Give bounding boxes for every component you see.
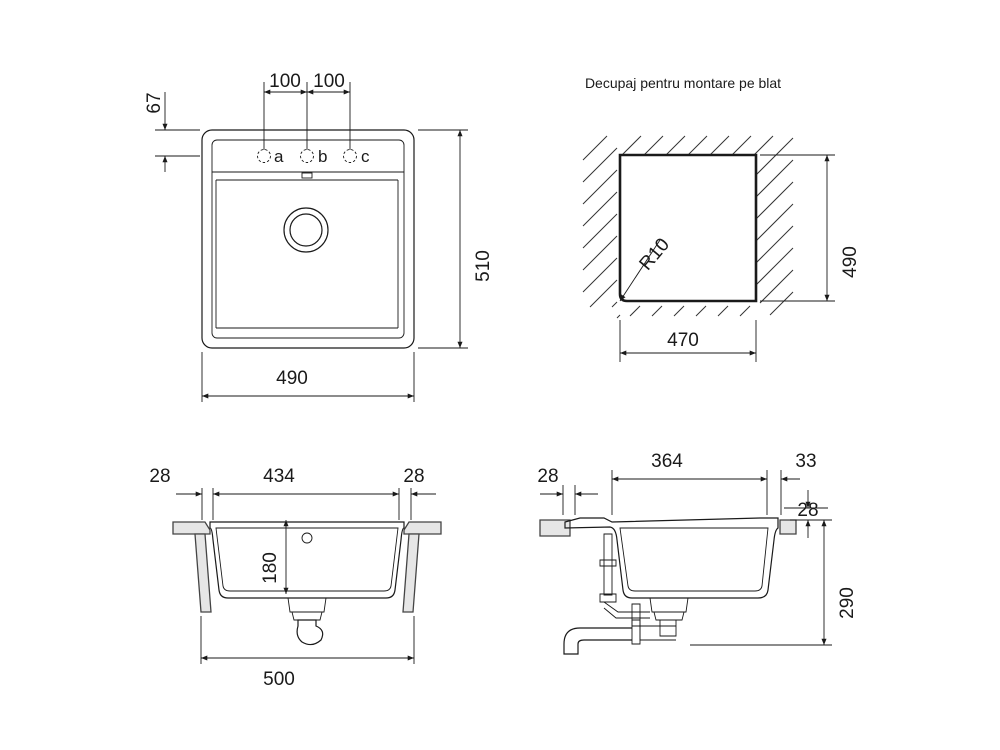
dim-sink-width: 490 — [276, 368, 308, 389]
overflow-pipe — [603, 533, 613, 596]
bowl-side-outer — [564, 517, 779, 599]
countertop-right — [403, 521, 442, 535]
dim-hole-spacing-1: 100 — [269, 71, 301, 92]
faucet-hole-c: c — [343, 147, 370, 166]
side-section: 28 364 33 28 290 — [537, 451, 858, 655]
dim-side-depth: 290 — [837, 587, 858, 619]
dim-side-rim-height: 28 — [797, 500, 818, 521]
side-waste-fitting — [649, 597, 689, 613]
dim-front-inner-width: 434 — [263, 466, 295, 487]
sink-outer-outline — [201, 129, 415, 349]
countertop-side-right — [779, 519, 797, 535]
bowl-outer — [209, 521, 405, 599]
countertop-hatch — [582, 135, 794, 319]
dim-front-right-rim: 28 — [403, 466, 424, 487]
overflow-hole — [301, 532, 313, 544]
dim-front-total-width: 500 — [263, 669, 295, 690]
dim-front-left-rim: 28 — [149, 466, 170, 487]
overflow-slot — [301, 172, 313, 179]
siphon-bend — [296, 619, 324, 646]
bowl-side-inner — [619, 527, 769, 592]
dim-hole-spacing-2: 100 — [313, 71, 345, 92]
dim-side-inner-width: 364 — [651, 451, 683, 472]
front-section: 28 434 28 180 500 — [149, 466, 442, 690]
countertop-side-left — [539, 519, 571, 537]
hole-label-c: c — [361, 147, 370, 166]
cutout-view: Decupaj pentru montare pe blat — [582, 75, 861, 362]
faucet-hole-a: a — [257, 147, 284, 166]
cabinet-wall-right — [402, 533, 420, 613]
hole-label-b: b — [318, 147, 327, 166]
waste-fitting — [287, 597, 327, 613]
dim-cutout-height: 490 — [840, 246, 861, 278]
top-view: a b c 100 100 67 510 490 — [144, 71, 494, 402]
bowl-inner — [215, 527, 399, 592]
drain-inner-ring — [289, 213, 323, 247]
sink-inner-outline — [211, 139, 405, 339]
dim-side-rim-width: 33 — [795, 451, 816, 472]
cutout-outline — [618, 153, 758, 303]
hole-label-a: a — [274, 147, 284, 166]
dim-overflow-depth: 180 — [260, 552, 281, 584]
trap-outlet — [563, 627, 632, 655]
dim-side-left-offset: 28 — [537, 466, 558, 487]
dim-sink-height: 510 — [473, 250, 494, 282]
cabinet-wall-left — [194, 533, 212, 613]
dim-cutout-width: 470 — [667, 330, 699, 351]
faucet-hole-b: b — [300, 147, 327, 166]
dim-hole-offset: 67 — [144, 92, 165, 113]
countertop-left — [172, 521, 211, 535]
drain-outer-ring — [283, 207, 329, 253]
cutout-caption: Decupaj pentru montare pe blat — [585, 75, 781, 91]
trap-pipe — [639, 625, 676, 641]
